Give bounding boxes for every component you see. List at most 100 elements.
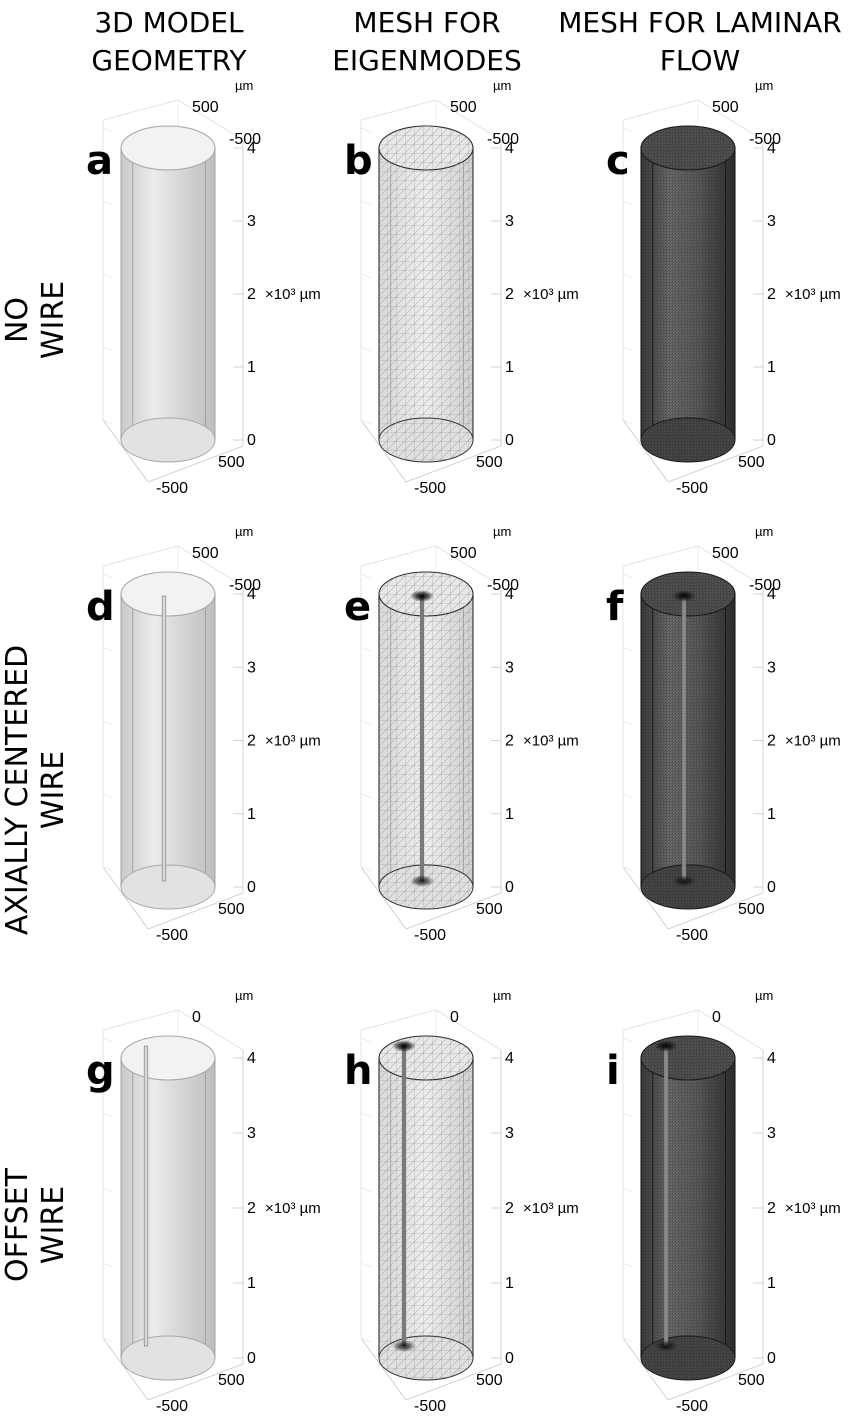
mesh-pattern bbox=[641, 148, 735, 462]
z-tick-label: 3 bbox=[505, 659, 514, 676]
grid-line bbox=[360, 346, 372, 352]
z-tick-label: 4 bbox=[247, 140, 256, 157]
mesh-pattern bbox=[641, 1036, 735, 1080]
z-tick-label: 0 bbox=[767, 1350, 776, 1367]
grid-line bbox=[102, 573, 114, 579]
z-tick-label: 2 bbox=[247, 1200, 256, 1217]
top-tick-label: 500 bbox=[712, 545, 739, 562]
back-axis-line bbox=[435, 545, 502, 587]
panel-letter: g bbox=[86, 1048, 115, 1094]
z-tick-label: 4 bbox=[767, 586, 776, 603]
bottom-axis-line bbox=[405, 1363, 502, 1401]
back-axis-line bbox=[360, 1009, 437, 1031]
z-scale-label: ×10³ µm bbox=[785, 1200, 841, 1217]
bottom-axis-line bbox=[360, 866, 407, 930]
back-axis-line bbox=[177, 1009, 244, 1051]
grid-line bbox=[102, 273, 114, 279]
top-tick-label: 500 bbox=[450, 545, 477, 562]
bottom-axis-line bbox=[622, 1337, 669, 1401]
mesh-refinement-top bbox=[410, 590, 434, 602]
cylinder-top bbox=[120, 1035, 216, 1081]
z-tick-label: 0 bbox=[247, 432, 256, 449]
z-tick-label: 2 bbox=[247, 286, 256, 303]
z-tick-label: 3 bbox=[247, 1125, 256, 1142]
panel-letter: c bbox=[606, 138, 630, 184]
grid-line bbox=[102, 1187, 114, 1193]
cylinder-body bbox=[121, 594, 215, 909]
grid-line bbox=[360, 127, 372, 133]
z-scale-label: ×10³ µm bbox=[265, 733, 321, 750]
z-tick-label: 3 bbox=[767, 1125, 776, 1142]
top-tick-label: 500 bbox=[192, 545, 219, 562]
mesh-refinement-top bbox=[672, 590, 696, 602]
axis-unit-label: µm bbox=[755, 78, 773, 93]
back-axis-line bbox=[177, 545, 244, 587]
mesh-refinement-top bbox=[654, 1040, 678, 1052]
z-tick-label: 1 bbox=[505, 1275, 514, 1292]
z-tick-label: 0 bbox=[767, 432, 776, 449]
mesh-refinement-top bbox=[392, 1040, 416, 1052]
bottom-tick-label: 500 bbox=[218, 1372, 245, 1389]
bottom-tick-label: -500 bbox=[156, 1398, 188, 1415]
grid-line bbox=[102, 1112, 114, 1118]
top-tick-label: -500 bbox=[229, 577, 261, 594]
cylinder-top bbox=[120, 125, 216, 171]
z-tick-label: 1 bbox=[767, 1275, 776, 1292]
top-tick-label: -500 bbox=[749, 577, 781, 594]
back-axis-line bbox=[435, 1009, 502, 1051]
bottom-axis-line bbox=[622, 866, 669, 930]
panel-letter: e bbox=[344, 584, 371, 630]
mesh-pattern bbox=[641, 1336, 735, 1380]
grid-line bbox=[102, 866, 114, 872]
z-tick-label: 0 bbox=[505, 1350, 514, 1367]
wire bbox=[161, 595, 167, 882]
bottom-axis-line bbox=[405, 445, 502, 483]
bottom-axis-line bbox=[667, 892, 764, 930]
back-axis-line bbox=[102, 99, 179, 121]
grid-line bbox=[102, 200, 114, 206]
grid-line bbox=[102, 720, 114, 725]
column-header-geometry: 3D MODEL GEOMETRY bbox=[24, 4, 314, 80]
mesh-pattern bbox=[379, 148, 473, 462]
panel-letter: d bbox=[86, 584, 115, 630]
panel-letter: f bbox=[606, 584, 624, 630]
z-scale-label: ×10³ µm bbox=[523, 1200, 579, 1217]
z-tick-label: 3 bbox=[247, 659, 256, 676]
grid-line bbox=[360, 720, 372, 725]
z-tick-label: 1 bbox=[247, 806, 256, 823]
bottom-tick-label: -500 bbox=[156, 480, 188, 497]
z-tick-label: 3 bbox=[767, 659, 776, 676]
bottom-tick-label: 500 bbox=[738, 454, 765, 471]
grid-line bbox=[360, 200, 372, 206]
grid-line bbox=[360, 573, 372, 579]
cylinder-bottom bbox=[120, 864, 216, 910]
grid-line bbox=[102, 1037, 114, 1043]
column-header-line: EIGENMODES bbox=[332, 44, 522, 77]
grid-line bbox=[102, 1337, 114, 1343]
back-axis-line bbox=[697, 99, 764, 141]
mesh-pattern bbox=[641, 126, 735, 170]
column-header-laminar-flow-mesh: MESH FOR LAMINAR FLOW bbox=[555, 4, 845, 80]
z-tick-label: 0 bbox=[247, 879, 256, 896]
mesh-pattern bbox=[379, 1058, 473, 1380]
bottom-axis-line bbox=[360, 1337, 407, 1401]
grid-line bbox=[622, 793, 634, 799]
column-header-line: MESH FOR LAMINAR bbox=[558, 6, 842, 39]
axis-unit-label: µm bbox=[235, 78, 253, 93]
z-tick-label: 4 bbox=[247, 1050, 256, 1067]
bottom-tick-label: 500 bbox=[218, 454, 245, 471]
bottom-tick-label: -500 bbox=[414, 927, 446, 944]
panel-letter: h bbox=[344, 1048, 372, 1094]
z-tick-label: 2 bbox=[767, 1200, 776, 1217]
axis-unit-label: µm bbox=[235, 524, 253, 539]
mesh-pattern bbox=[641, 418, 735, 462]
z-tick-label: 1 bbox=[247, 359, 256, 376]
z-tick-label: 4 bbox=[767, 1050, 776, 1067]
grid-line bbox=[622, 720, 634, 725]
z-tick-label: 0 bbox=[505, 432, 514, 449]
bottom-axis-line bbox=[667, 445, 764, 483]
